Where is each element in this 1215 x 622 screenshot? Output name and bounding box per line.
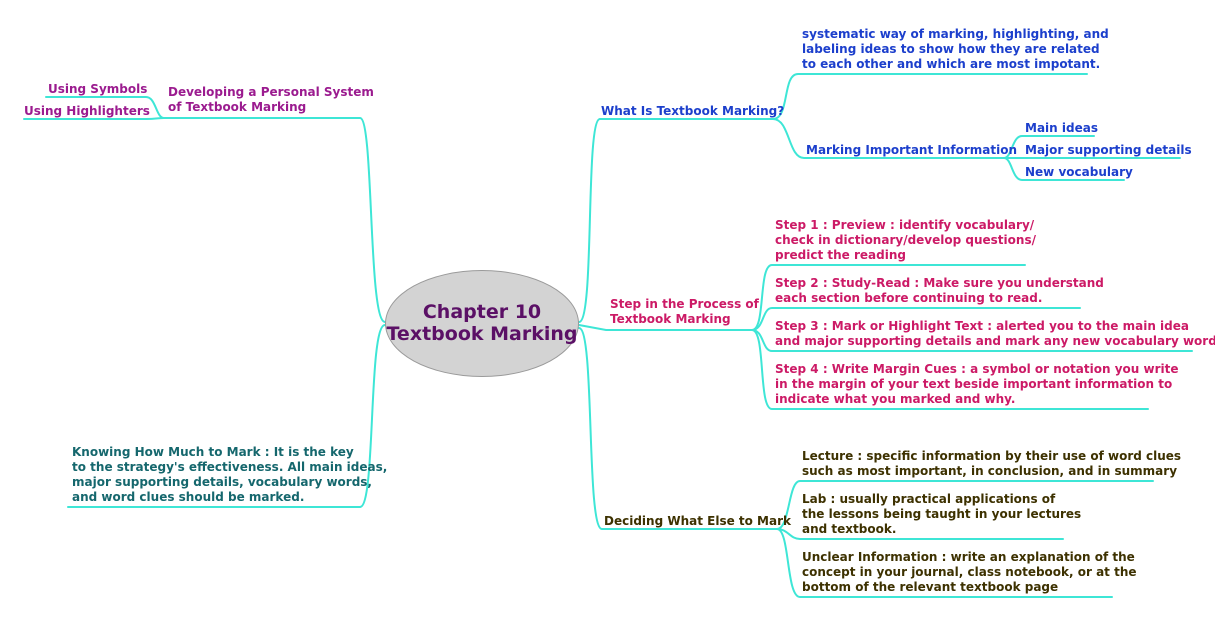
- topic-lecture[interactable]: Lecture : specific information by their …: [802, 449, 1181, 479]
- topic-label-line: check in dictionary/develop questions/: [775, 233, 1036, 247]
- topic-label-line: and textbook.: [802, 522, 897, 536]
- topic-label-line: Textbook Marking: [610, 312, 731, 326]
- topic-label-line: Step 2 : Study-Read : Make sure you unde…: [775, 276, 1104, 290]
- topic-step-in-process[interactable]: Step in the Process of Textbook Marking: [610, 297, 759, 327]
- topic-label-line: the lessons being taught in your lecture…: [802, 507, 1082, 521]
- topic-step-1[interactable]: Step 1 : Preview : identify vocabulary/ …: [775, 218, 1036, 263]
- topic-label-line: such as most important, in conclusion, a…: [802, 464, 1178, 478]
- topic-label-line: Step 4 : Write Margin Cues : a symbol or…: [775, 362, 1179, 376]
- topic-unclear-information[interactable]: Unclear Information : write an explanati…: [802, 550, 1137, 595]
- topic-label-line: of Textbook Marking: [168, 100, 307, 114]
- topic-label-line: Developing a Personal System: [168, 85, 374, 99]
- topic-using-highlighters[interactable]: Using Highlighters: [24, 104, 150, 118]
- topic-label-line: predict the reading: [775, 248, 906, 262]
- topic-label-line: Step in the Process of: [610, 297, 759, 311]
- topic-label-line: Step 3 : Mark or Highlight Text : alerte…: [775, 319, 1189, 333]
- topic-label-line: Step 1 : Preview : identify vocabulary/: [775, 218, 1035, 232]
- topic-deciding-what-else[interactable]: Deciding What Else to Mark: [604, 514, 791, 528]
- topic-definition[interactable]: systematic way of marking, highlighting,…: [802, 27, 1109, 72]
- topic-step-4[interactable]: Step 4 : Write Margin Cues : a symbol or…: [775, 362, 1179, 407]
- topic-major-supporting-details[interactable]: Major supporting details: [1025, 143, 1192, 157]
- topic-label-line: bottom of the relevant textbook page: [802, 580, 1059, 594]
- central-topic-line: Textbook Marking: [386, 323, 578, 345]
- topic-step-3[interactable]: Step 3 : Mark or Highlight Text : alerte…: [775, 319, 1215, 349]
- topic-label-line: in the margin of your text beside import…: [775, 377, 1173, 391]
- topic-label-line: and major supporting details and mark an…: [775, 334, 1215, 348]
- topic-marking-important-information[interactable]: Marking Important Information: [806, 143, 1018, 157]
- topic-using-symbols[interactable]: Using Symbols: [48, 82, 148, 96]
- topic-developing-personal-system[interactable]: Developing a Personal System of Textbook…: [168, 85, 374, 115]
- topic-label-line: to the strategy's effectiveness. All mai…: [72, 460, 388, 474]
- topic-main-ideas[interactable]: Main ideas: [1025, 121, 1098, 135]
- topic-label-line: each section before continuing to read.: [775, 291, 1043, 305]
- topic-label-line: indicate what you marked and why.: [775, 392, 1016, 406]
- topic-label-line: to each other and which are most impotan…: [802, 57, 1101, 71]
- topic-step-2[interactable]: Step 2 : Study-Read : Make sure you unde…: [775, 276, 1104, 306]
- topic-label-line: and word clues should be marked.: [72, 490, 305, 504]
- central-topic-title: Chapter 10 Textbook Marking: [385, 301, 579, 345]
- central-topic-line: Chapter 10: [422, 301, 542, 323]
- topic-what-is-textbook-marking[interactable]: What Is Textbook Marking?: [601, 104, 785, 118]
- topic-label-line: concept in your journal, class notebook,…: [802, 565, 1137, 579]
- topic-knowing-how-much[interactable]: Knowing How Much to Mark : It is the key…: [72, 445, 387, 505]
- topic-label-line: Lecture : specific information by their …: [802, 449, 1182, 463]
- topic-new-vocabulary[interactable]: New vocabulary: [1025, 165, 1133, 179]
- topic-label-line: systematic way of marking, highlighting,…: [802, 27, 1109, 41]
- topic-lab[interactable]: Lab : usually practical applications of …: [802, 492, 1081, 537]
- topic-label-line: Lab : usually practical applications of: [802, 492, 1056, 506]
- topic-label-line: Unclear Information : write an explanati…: [802, 550, 1135, 564]
- topic-label-line: Knowing How Much to Mark : It is the key: [72, 445, 354, 459]
- topic-label-line: labeling ideas to show how they are rela…: [802, 42, 1100, 56]
- central-topic-node[interactable]: [385, 270, 579, 377]
- topic-label-line: major supporting details, vocabulary wor…: [72, 475, 372, 489]
